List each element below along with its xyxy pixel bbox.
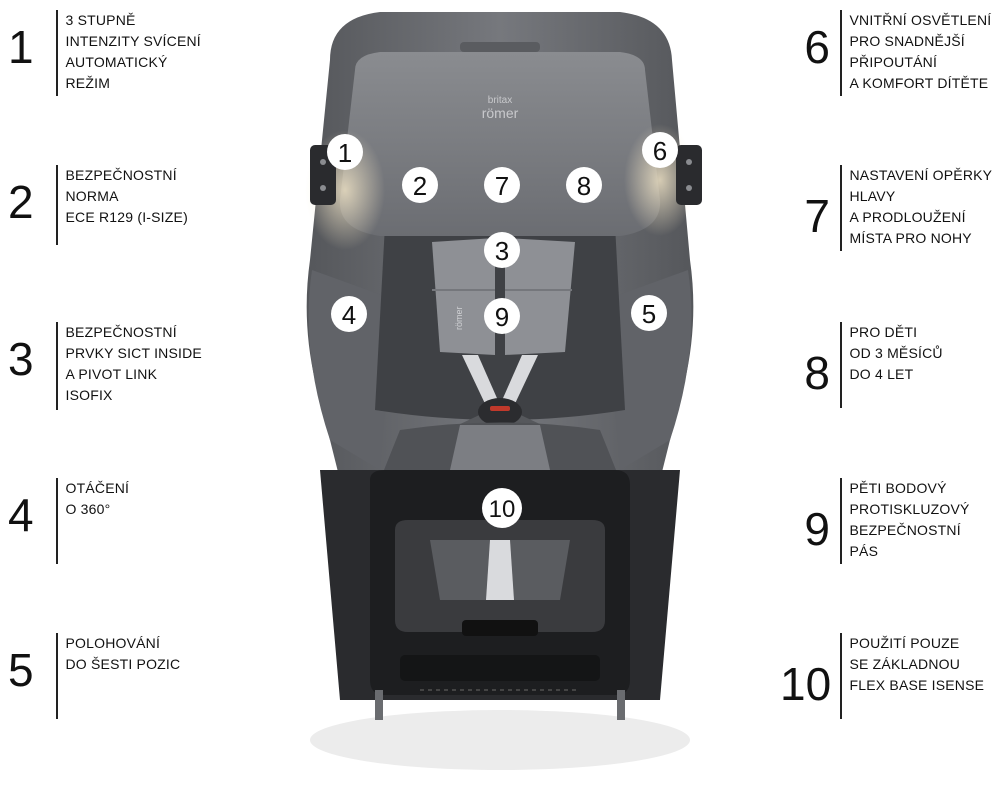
divider bbox=[56, 322, 58, 410]
marker-1: 1 bbox=[327, 134, 363, 170]
feature-4: 4 OTÁČENÍ O 360° bbox=[0, 478, 129, 564]
feature-text: POLOHOVÁNÍ DO ŠESTI POZIC bbox=[65, 635, 181, 672]
marker-4: 4 bbox=[331, 296, 367, 332]
feature-number: 4 bbox=[8, 489, 34, 541]
marker-label: 4 bbox=[342, 300, 356, 330]
marker-label: 5 bbox=[642, 299, 656, 329]
marker-label: 8 bbox=[577, 171, 591, 201]
feature-8: 8 PRO DĚTI OD 3 MĚSÍCŮ DO 4 LET bbox=[780, 322, 943, 408]
marker-7: 7 bbox=[484, 167, 520, 203]
feature-number: 1 bbox=[8, 21, 34, 73]
harness-right-strap bbox=[500, 355, 538, 410]
left-wing bbox=[308, 270, 395, 470]
harness-left-strap bbox=[462, 355, 500, 410]
feature-text: PĚTI BODOVÝ PROTISKLUZOVÝ BEZPEČNOSTNÍ P… bbox=[849, 480, 970, 559]
feature-number: 10 bbox=[780, 658, 832, 710]
right-shoulder-pad bbox=[505, 238, 575, 355]
floor-shadow bbox=[310, 710, 690, 770]
feature-1: 1 3 STUPNĚ INTENZITY SVÍCENÍ AUTOMATICKÝ… bbox=[0, 10, 201, 96]
isofix-right bbox=[617, 690, 625, 720]
feature-text: NASTAVENÍ OPĚRKY HLAVY A PRODLOUŽENÍ MÍS… bbox=[849, 167, 993, 246]
divider bbox=[840, 478, 842, 564]
marker-label: 2 bbox=[413, 171, 427, 201]
marker-9: 9 bbox=[484, 298, 520, 334]
marker-label: 7 bbox=[495, 171, 509, 201]
divider bbox=[840, 322, 842, 408]
feature-6: 6 VNITŘNÍ OSVĚTLENÍ PRO SNADNĚJŠÍ PŘIPOU… bbox=[780, 10, 991, 96]
headrest-handle bbox=[460, 42, 540, 52]
feature-10: 10 POUŽITÍ POUZE SE ZÁKLADNOU FLEX BASE … bbox=[780, 633, 984, 719]
feature-3: 3 BEZPEČNOSTNÍ PRVKY SICT INSIDE A PIVOT… bbox=[0, 322, 202, 410]
divider bbox=[56, 10, 58, 96]
feature-number: 6 bbox=[804, 21, 830, 73]
marker-10: 10 bbox=[482, 488, 522, 528]
left-shoulder-pad bbox=[432, 238, 495, 355]
marker-label: 6 bbox=[653, 136, 667, 166]
divider bbox=[56, 165, 58, 245]
harness-buckle bbox=[478, 398, 522, 426]
feature-text: POUŽITÍ POUZE SE ZÁKLADNOU FLEX BASE ISE… bbox=[849, 635, 985, 693]
isofix-left bbox=[375, 690, 383, 720]
divider bbox=[840, 633, 842, 719]
feature-text: OTÁČENÍ O 360° bbox=[65, 480, 130, 517]
brand-logo-line2: römer bbox=[482, 105, 519, 121]
divider bbox=[56, 478, 58, 564]
feature-number: 9 bbox=[804, 503, 830, 555]
headrest bbox=[339, 52, 661, 236]
feature-text: BEZPEČNOSTNÍ PRVKY SICT INSIDE A PIVOT L… bbox=[65, 324, 202, 403]
feature-text: PRO DĚTI OD 3 MĚSÍCŮ DO 4 LET bbox=[849, 324, 943, 382]
car-seat-illustration: britax römer römer 1 2 7 8 bbox=[305, 12, 702, 770]
base-lower-bar bbox=[400, 655, 600, 681]
divider bbox=[56, 633, 58, 719]
feature-7: 7 NASTAVENÍ OPĚRKY HLAVY A PRODLOUŽENÍ M… bbox=[780, 165, 992, 251]
marker-label: 10 bbox=[489, 496, 516, 523]
feature-text: VNITŘNÍ OSVĚTLENÍ PRO SNADNĚJŠÍ PŘIPOUTÁ… bbox=[849, 12, 992, 91]
marker-label: 1 bbox=[338, 138, 352, 168]
right-light-control bbox=[676, 145, 702, 205]
feature-number: 7 bbox=[804, 190, 830, 242]
marker-3: 3 bbox=[484, 232, 520, 268]
right-wing bbox=[605, 270, 692, 470]
feature-2: 2 BEZPEČNOSTNÍ NORMA ECE R129 (I-SIZE) bbox=[0, 165, 188, 245]
feature-text: 3 STUPNĚ INTENZITY SVÍCENÍ AUTOMATICKÝ R… bbox=[65, 12, 201, 91]
feature-5: 5 POLOHOVÁNÍ DO ŠESTI POZIC bbox=[0, 633, 180, 719]
feature-9: 9 PĚTI BODOVÝ PROTISKLUZOVÝ BEZPEČNOSTNÍ… bbox=[780, 478, 970, 564]
feature-number: 3 bbox=[8, 333, 34, 385]
lower-strap bbox=[486, 540, 514, 600]
marker-2: 2 bbox=[402, 167, 438, 203]
marker-label: 9 bbox=[495, 302, 509, 332]
divider bbox=[840, 165, 842, 251]
feature-number: 8 bbox=[804, 347, 830, 399]
base-handle bbox=[462, 620, 538, 636]
divider bbox=[840, 10, 842, 96]
marker-label: 3 bbox=[495, 236, 509, 266]
brand-logo-line1: britax bbox=[488, 95, 512, 106]
feature-number: 2 bbox=[8, 176, 34, 228]
pad-logo: römer bbox=[454, 306, 464, 330]
marker-6: 6 bbox=[642, 132, 678, 168]
marker-5: 5 bbox=[631, 295, 667, 331]
crotch-pad bbox=[450, 425, 550, 470]
marker-8: 8 bbox=[566, 167, 602, 203]
feature-number: 5 bbox=[8, 644, 34, 696]
feature-text: BEZPEČNOSTNÍ NORMA ECE R129 (I-SIZE) bbox=[65, 167, 188, 225]
